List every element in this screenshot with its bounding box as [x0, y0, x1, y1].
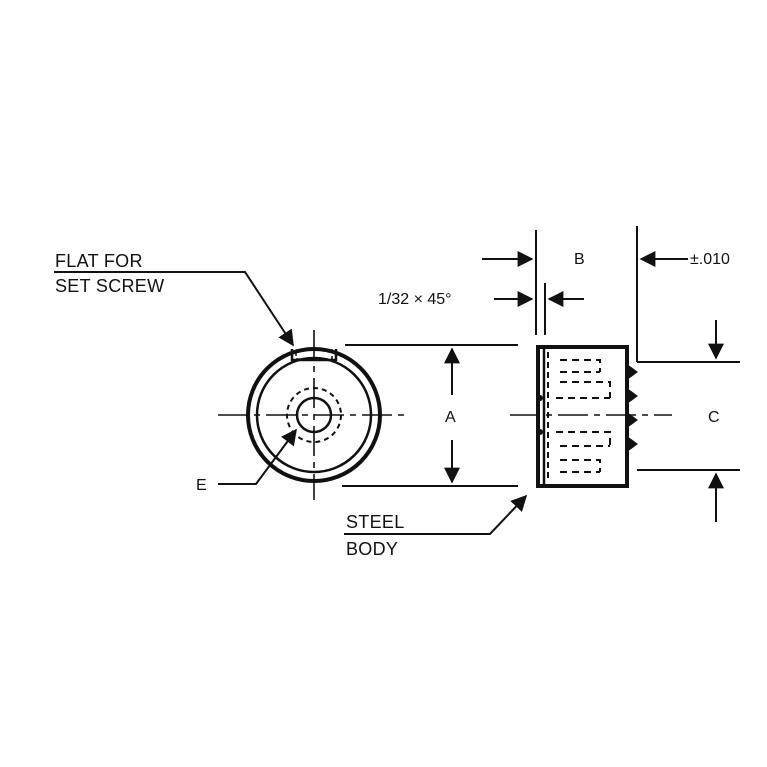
e-leader-line	[218, 428, 297, 485]
dimension-a: A	[342, 344, 518, 487]
chamfer-label: 1/32 × 45°	[378, 291, 452, 308]
side-view	[510, 345, 672, 488]
flat-for-set-screw-callout: FLAT FOR SET SCREW	[54, 251, 294, 347]
dimension-c: C	[637, 320, 740, 522]
thread-profile	[627, 364, 638, 452]
steel-label: STEEL	[346, 512, 405, 532]
tolerance-dimension: ±.010	[636, 226, 730, 362]
tolerance-label: ±.010	[690, 251, 730, 268]
e-callout: E	[196, 428, 297, 494]
flat-leader-line	[54, 271, 294, 347]
front-view	[218, 330, 406, 500]
dimension-b: B	[482, 230, 585, 335]
side-body-outline	[536, 345, 629, 488]
thread-dot-2	[537, 429, 543, 435]
set-screw-label: SET SCREW	[55, 276, 164, 296]
flat-for-label: FLAT FOR	[55, 251, 143, 271]
hidden-bore-lower	[556, 431, 611, 473]
hidden-bore-upper	[556, 359, 611, 399]
body-label: BODY	[346, 539, 398, 559]
dim-b-label: B	[574, 251, 585, 268]
steel-leader-line	[344, 494, 528, 535]
steel-body-callout: STEEL BODY	[344, 494, 528, 559]
dim-c-label: C	[708, 409, 720, 426]
dim-e-label: E	[196, 477, 207, 494]
chamfer-dimension: 1/32 × 45°	[378, 283, 584, 335]
thread-dot-1	[537, 395, 543, 401]
dim-a-label: A	[445, 409, 456, 426]
